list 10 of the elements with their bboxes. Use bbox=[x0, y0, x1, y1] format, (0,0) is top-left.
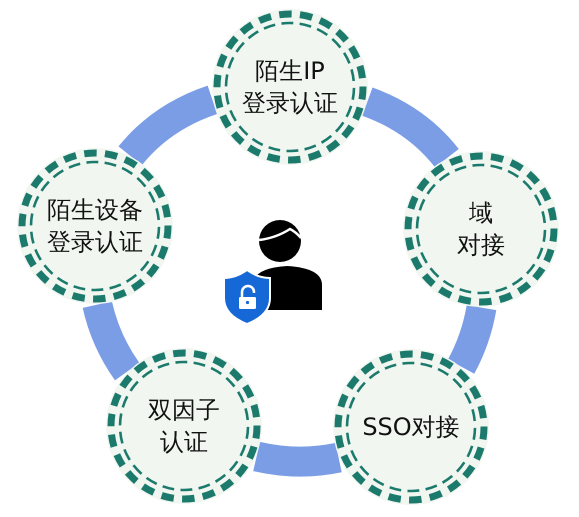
connector-band bbox=[448, 304, 496, 374]
connector-band bbox=[82, 301, 140, 380]
step-label: 域对接 bbox=[457, 198, 505, 261]
step-label: 双因子认证 bbox=[148, 395, 220, 458]
connector-band bbox=[118, 86, 218, 166]
connector-band bbox=[253, 442, 342, 477]
step-label: 陌生设备登录认证 bbox=[47, 195, 143, 258]
step-label: SSO对接 bbox=[362, 412, 460, 443]
connector-band bbox=[362, 88, 459, 168]
step-label: 陌生IP登录认证 bbox=[242, 56, 338, 119]
